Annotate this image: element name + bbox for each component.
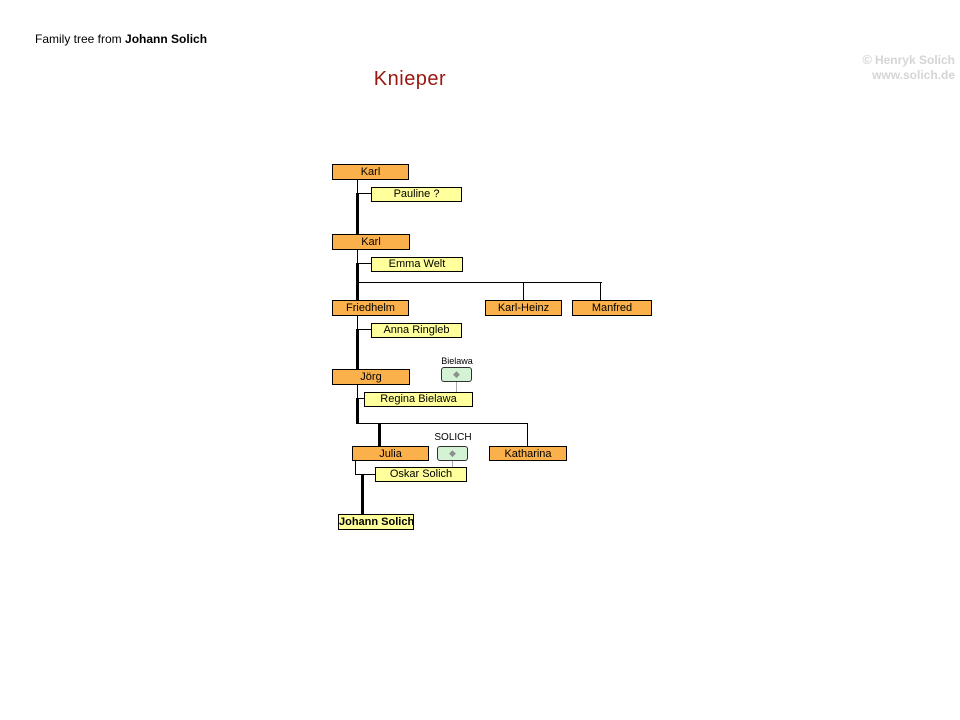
watermark-url: www.solich.de: [872, 68, 955, 82]
connector-solich-oskar: [452, 461, 453, 467]
line-karl1-marriage: [357, 180, 358, 194]
page-header: Family tree from Johann Solich: [35, 32, 207, 46]
family-box-solich[interactable]: ◆: [437, 446, 468, 461]
family-box-bielawa[interactable]: ◆: [441, 367, 472, 382]
lineage-karl2-rail: [356, 263, 359, 283]
person-joerg[interactable]: Jörg: [332, 369, 410, 385]
person-anna-ringleb[interactable]: Anna Ringleb: [371, 323, 462, 338]
lineage-friedhelm-joerg: [356, 329, 359, 369]
family-label-solich: SOLICH: [434, 432, 472, 443]
line-sibling-rail-1: [357, 282, 602, 283]
person-johann-solich[interactable]: Johann Solich: [338, 514, 414, 530]
header-root-person: Johann Solich: [125, 32, 208, 46]
line-oskar-branch: [355, 474, 376, 475]
copyright-icon: ©: [862, 52, 872, 67]
person-manfred[interactable]: Manfred: [572, 300, 652, 316]
line-julia-marriage: [355, 461, 356, 475]
line-joerg-marriage: [357, 385, 358, 399]
line-regina-branch: [357, 398, 365, 399]
watermark: ©Henryk Solich www.solich.de: [862, 52, 955, 83]
person-friedhelm[interactable]: Friedhelm: [332, 300, 409, 316]
watermark-author: ©Henryk Solich: [862, 52, 955, 67]
line-friedhelm-marriage: [357, 316, 358, 330]
lineage-drop-friedhelm: [356, 282, 359, 300]
person-julia[interactable]: Julia: [352, 446, 429, 461]
lineage-karl1-karl2: [356, 193, 359, 234]
lineage-joerg-rail: [356, 398, 359, 424]
person-katharina[interactable]: Katharina: [489, 446, 567, 461]
line-sibling-rail-2: [357, 423, 528, 424]
lineage-drop-julia: [378, 423, 381, 446]
diamond-icon: ◆: [449, 448, 456, 458]
line-karl2-marriage: [357, 250, 358, 264]
line-pauline-branch: [357, 193, 371, 194]
lineage-julia-johann: [361, 474, 364, 514]
line-drop-karlheinz: [523, 282, 524, 300]
family-label-bielawa: Bielawa: [441, 356, 473, 366]
chart-title: Knieper: [373, 68, 447, 90]
person-karl-1[interactable]: Karl: [332, 164, 409, 180]
person-emma-welt[interactable]: Emma Welt: [371, 257, 463, 272]
person-oskar-solich[interactable]: Oskar Solich: [375, 467, 467, 482]
line-emma-branch: [357, 263, 371, 264]
person-karl-heinz[interactable]: Karl-Heinz: [485, 300, 562, 316]
line-drop-katharina: [527, 423, 528, 446]
person-karl-2[interactable]: Karl: [332, 234, 410, 250]
connector-bielawa-regina: [456, 382, 457, 392]
line-anna-branch: [357, 329, 371, 330]
header-prefix: Family tree from: [35, 32, 122, 46]
diamond-icon: ◆: [453, 369, 460, 379]
person-regina-bielawa[interactable]: Regina Bielawa: [364, 392, 473, 407]
person-pauline[interactable]: Pauline ?: [371, 187, 462, 202]
line-drop-manfred: [600, 282, 601, 300]
